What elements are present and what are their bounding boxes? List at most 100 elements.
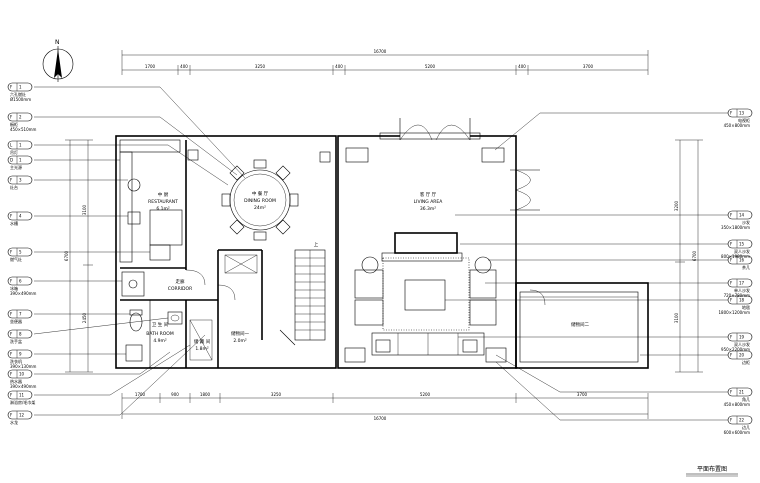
tag-bubble — [7, 112, 33, 122]
corridor-label-en: CORRIDOR — [168, 286, 192, 292]
left-leader-lines — [33, 86, 246, 416]
drawing-title-block: 平面布置图 — [686, 465, 738, 477]
tag-code: F — [10, 85, 13, 90]
tag-bubble — [7, 211, 33, 221]
tag-code: F — [730, 298, 733, 303]
tag-spec: 720×780mm — [724, 293, 751, 298]
living-label-cn: 客 厅 厅 — [420, 191, 437, 198]
tag-number: 21 — [739, 390, 745, 395]
tag-code: F — [10, 178, 13, 183]
tag-code: F — [10, 312, 13, 317]
dim-top-5: 5200 — [425, 64, 436, 69]
living-label-en: LIVING AREA — [414, 199, 444, 205]
tag-spec: 390×130mm — [10, 364, 37, 369]
dim-left-total: 6700 — [64, 250, 69, 261]
tag-number: 22 — [739, 418, 745, 423]
interior-walls — [120, 140, 546, 368]
tag-bubble — [7, 369, 33, 379]
tag-code: F — [10, 372, 13, 377]
tag-name: 茶几 — [742, 264, 750, 270]
tag-number: 3 — [19, 178, 22, 183]
dim-top-3: 3250 — [255, 64, 266, 69]
tag-code: F — [730, 353, 733, 358]
kitchen-label-en: RESTAURANT — [148, 199, 178, 205]
stair-label: 上 — [314, 241, 319, 248]
dim-bottom-1: 1700 — [135, 392, 146, 397]
tag-bubble — [727, 255, 753, 265]
dim-top-total: 16700 — [374, 49, 387, 54]
tag-bubble — [7, 247, 33, 257]
tag-bubble — [727, 108, 753, 118]
tag-bubble — [727, 278, 753, 288]
tag-code: L — [10, 143, 13, 148]
living-area: 36.3m² — [420, 206, 436, 212]
tag-number: 11 — [19, 393, 25, 398]
tag-code: F — [10, 214, 13, 219]
tag-number: 1 — [19, 158, 22, 163]
dim-bottom-5: 5200 — [420, 392, 431, 397]
dining-area: 24m² — [254, 205, 266, 211]
tag-bubble — [727, 239, 753, 249]
tag-number: 4 — [19, 214, 22, 219]
room-labels: 中 餐 厅 DINING ROOM 24m² 客 厅 厅 LIVING AREA… — [146, 190, 589, 352]
tag-name: 坐便器 — [10, 318, 22, 324]
tag-name: 地毯 — [742, 304, 750, 310]
dim-left-2: 2450 — [82, 312, 87, 323]
tag-name: 灶台 — [10, 184, 18, 190]
tag-code: F — [730, 242, 733, 247]
dim-right-total: 6700 — [692, 250, 697, 261]
tag-bubble — [727, 350, 753, 360]
dim-right-2: 3100 — [674, 312, 679, 323]
tag-name: 双人沙发 — [734, 248, 750, 254]
dining-label-en: DINING ROOM — [244, 198, 276, 204]
bottom-dimension-lines: 1700 900 1800 3250 5200 3700 16700 — [121, 392, 649, 421]
tag-spec: 600×600mm — [724, 430, 751, 435]
tag-spec: 800×1980mm — [721, 254, 750, 259]
tag-number: 10 — [19, 372, 25, 377]
tag-name: 边柜 — [742, 359, 750, 365]
tag-name: 吊灯 — [10, 149, 18, 155]
dim-top-1: 1700 — [145, 64, 156, 69]
tag-name: 双人沙发 — [734, 341, 750, 347]
tag-number: 15 — [739, 242, 745, 247]
tag-bubble — [7, 309, 33, 319]
tag-bubble — [727, 415, 753, 425]
tag-spec: 390×490mm — [10, 291, 37, 296]
tag-spec: 350×1800mm — [721, 225, 750, 230]
tag-spec: 450×800mm — [724, 402, 751, 407]
tag-name: 边几 — [742, 424, 750, 430]
drawing-title: 平面布置图 — [697, 465, 727, 473]
tag-name: 角几 — [742, 396, 750, 402]
tag-name: 单人沙发 — [734, 287, 750, 293]
kitchen-fixtures — [119, 139, 199, 297]
tag-spec: 390×490mm — [10, 384, 37, 389]
tag-spec: Ø1500mm — [10, 97, 31, 102]
dim-left-1: 3100 — [82, 204, 87, 215]
tag-number: 19 — [739, 335, 745, 340]
dining-label-cn: 中 餐 厅 — [252, 190, 269, 197]
tag-bubble — [727, 210, 753, 220]
tag-number: 7 — [19, 312, 22, 317]
tag-number: 12 — [19, 413, 25, 418]
north-arrow: N — [42, 39, 74, 82]
tag-number: 14 — [739, 213, 745, 218]
tag-bubble — [7, 349, 33, 359]
tag-bubble — [7, 140, 33, 150]
tag-bubble — [7, 276, 33, 286]
tag-code: F — [10, 279, 13, 284]
tag-number: 17 — [739, 281, 745, 286]
tag-bubble — [7, 390, 33, 400]
kitchen-area: 6.1m² — [156, 206, 170, 212]
